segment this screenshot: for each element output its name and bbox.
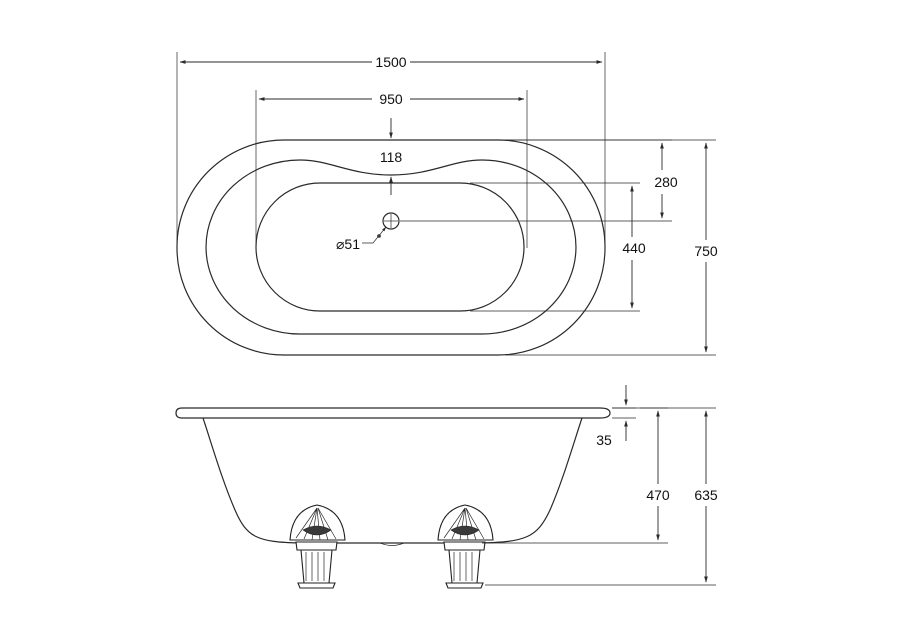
dim-label-waste-diameter: ⌀51 — [336, 236, 360, 252]
dimension-35: 35 — [596, 385, 636, 448]
right-claw-foot — [437, 504, 494, 589]
basin-outline — [255, 182, 525, 312]
dim-label-35: 35 — [596, 432, 612, 448]
dim-label-950: 950 — [379, 91, 403, 107]
dim-label-1500: 1500 — [375, 54, 406, 70]
side-view: 35 470 635 — [175, 385, 718, 589]
tub-body-profile — [202, 417, 583, 544]
dim-label-750: 750 — [694, 243, 718, 259]
outer-rim-outline — [176, 139, 606, 356]
inner-rim-outline — [205, 159, 577, 335]
dim-label-635: 635 — [694, 487, 718, 503]
dim-label-280: 280 — [654, 174, 678, 190]
dim-label-118: 118 — [380, 149, 403, 165]
dimension-750: 750 — [505, 139, 718, 356]
dim-label-470: 470 — [646, 487, 670, 503]
dim-label-440: 440 — [622, 240, 646, 256]
dimension-118: 118 — [380, 118, 403, 195]
plan-view: 1500 950 118 280 — [176, 52, 718, 356]
dimension-1500: 1500 — [176, 52, 606, 248]
dimension-950: 950 — [255, 90, 528, 248]
dimension-635: 635 — [485, 407, 718, 586]
left-claw-foot — [289, 504, 346, 589]
waste-drain — [362, 212, 400, 244]
dimension-280: 280 — [400, 139, 678, 222]
dimension-440: 440 — [470, 182, 646, 312]
rim-profile — [175, 407, 611, 419]
dimension-470: 470 — [482, 407, 670, 544]
